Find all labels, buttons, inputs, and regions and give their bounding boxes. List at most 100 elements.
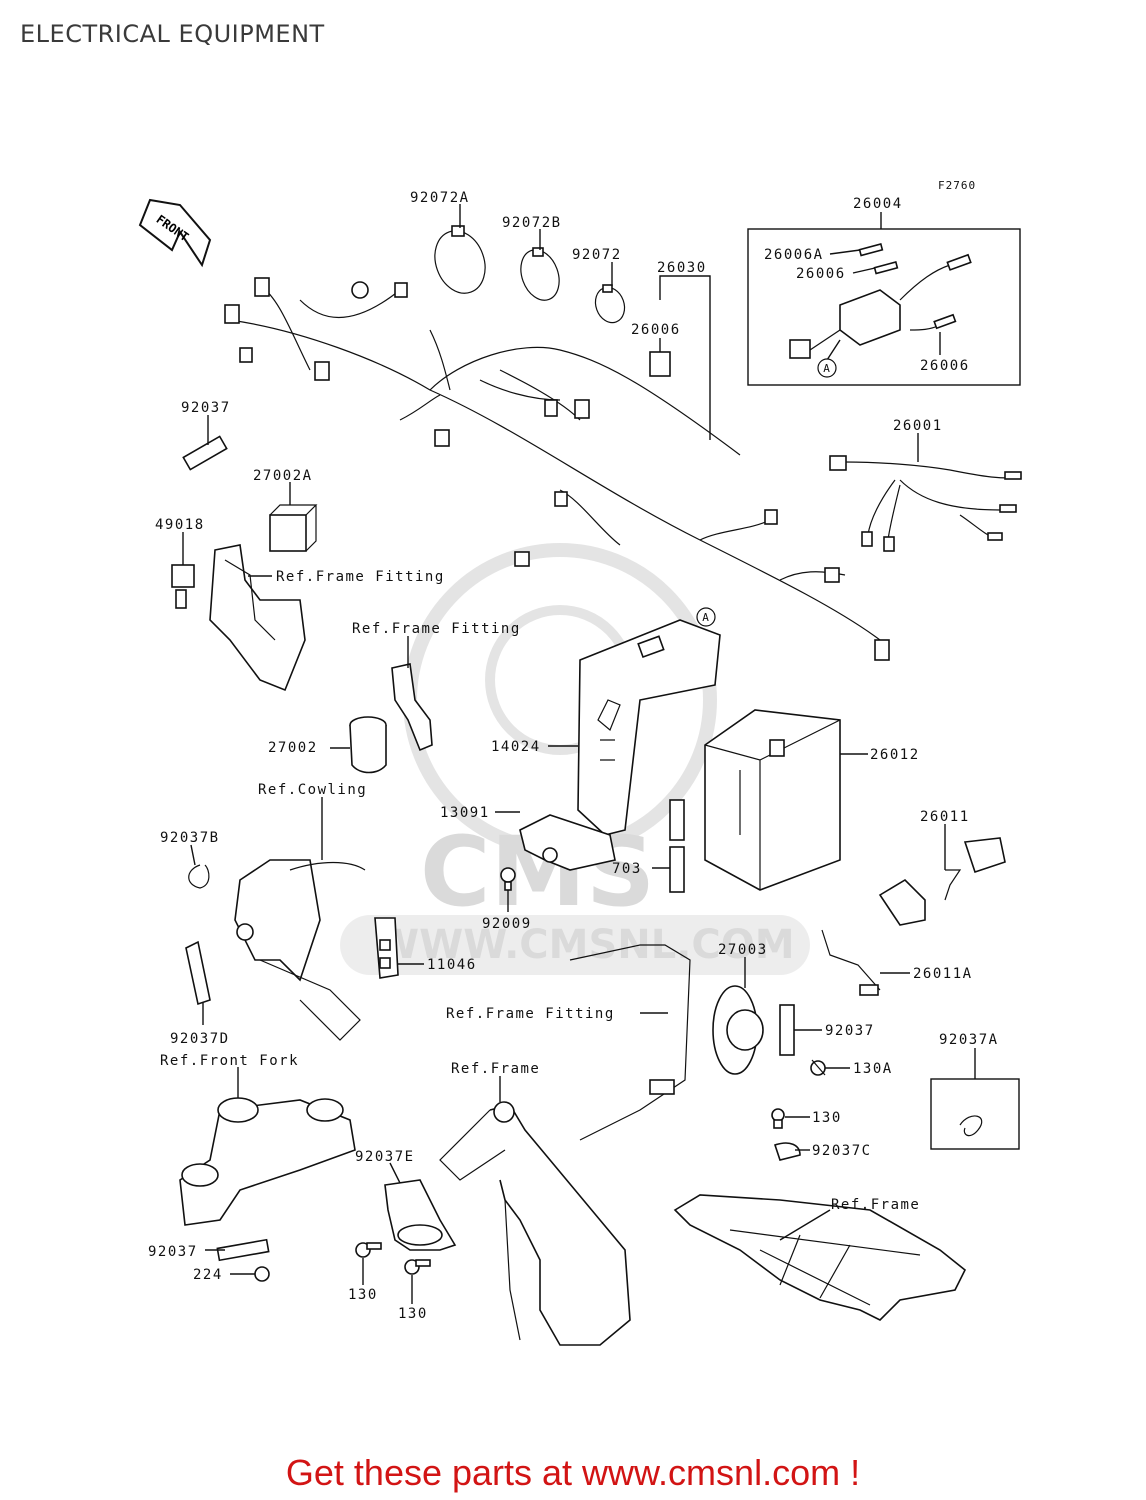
callout-26012: 26012 [870,747,920,763]
harness-connector [434,429,450,447]
clamp-92037 [779,1004,795,1056]
callout-92037D: 92037D [170,1031,230,1047]
ignition-switch-26004 [789,243,972,359]
callout-27002A: 27002A [253,468,313,484]
harness-connector [764,509,778,525]
main-wiring-harness [224,277,890,661]
clamp-92037A-box [930,1078,1020,1150]
clamp-92037E [384,1179,457,1251]
callout-92037: 92037 [825,1023,875,1039]
screw-92009 [500,867,516,891]
callout-92037E: 92037E [355,1149,415,1165]
page-title: ELECTRICAL EQUIPMENT [20,20,325,48]
harness-connector [649,351,671,377]
callout-14024: 14024 [491,739,541,755]
cable-26011 [878,837,1006,926]
clamp-92037A [959,1115,983,1137]
callout-92037B: 92037B [160,830,220,846]
callout-26006: 26006 [796,266,846,282]
horn-bracket [569,944,691,1141]
frame-rear [673,1194,967,1321]
tube-703 [669,799,685,893]
battery-holder-13091 [519,814,616,871]
harness-connector [574,399,590,419]
bolt-130 [404,1259,431,1275]
callout-27002: 27002 [268,740,318,756]
callout-27003: 27003 [718,942,768,958]
harness-connector [394,282,408,298]
callout-26011: 26011 [920,809,970,825]
callout-92037A: 92037A [939,1032,999,1048]
bracket-ref-frame-fitting-1 [209,544,306,692]
callout-ref-frame-fitting: Ref.Frame Fitting [352,621,521,637]
watermark-url: WWW.CMSNL.COM [375,922,795,968]
front-arrow-icon: FRONT [138,198,212,268]
callout-26001: 26001 [893,418,943,434]
leader-lines [182,204,976,1304]
figure-code: F2760 [938,179,976,192]
battery-cover-14024 [577,619,721,836]
clamp-92037-fork [216,1238,270,1262]
callout-ref-frame: Ref.Frame [831,1197,920,1213]
callout-92037C: 92037C [812,1143,872,1159]
callout-92072B: 92072B [502,215,562,231]
promo-link[interactable]: Get these parts at www.cmsnl.com ! [285,1452,861,1493]
harness-connector [239,347,253,363]
callout-26030: 26030 [657,260,707,276]
callout-49018: 49018 [155,517,205,533]
watermark-url-band [340,915,810,975]
clamp-92037D [185,940,211,1006]
horn-27003 [712,985,795,1075]
callout-130: 130 [812,1110,842,1126]
callout-ref-cowling: Ref.Cowling [258,782,367,798]
callout-92072: 92072 [572,247,622,263]
callout-26006: 26006 [920,358,970,374]
circle-a-marker: A [817,358,837,378]
svg-text:A: A [823,362,831,375]
callout-92009: 92009 [482,916,532,932]
harness-connector [554,491,568,507]
callout-130A: 130A [853,1061,893,1077]
callout-26006A: 26006A [764,247,824,263]
harness-connector [824,567,840,583]
harness-grommet [351,281,369,299]
strap-92072B [520,247,560,301]
callout-ref-frame-fitting: Ref.Frame Fitting [446,1006,615,1022]
frame-main [439,1101,631,1346]
callout-26011A: 26011A [913,966,973,982]
front-fork-bracket [179,1097,356,1226]
bracket-11046 [374,917,399,979]
harness-connector [224,304,240,324]
strap-92072 [594,284,626,324]
harness-connector [314,361,330,381]
cable-26011A [821,929,881,996]
callout-ref-front-fork: Ref.Front Fork [160,1053,299,1069]
clip-92037B [188,864,210,889]
relay-49018 [171,564,195,609]
svg-text:A: A [702,611,710,624]
clip-92037C [773,1142,801,1161]
callout-92072A: 92072A [410,190,470,206]
flasher-27002 [349,716,387,774]
bolt-130 [355,1242,382,1258]
sub-harness-26001 [829,455,1022,552]
callout-92037: 92037 [181,400,231,416]
callout-26006: 26006 [631,322,681,338]
cowling-bracket [234,859,366,1041]
parts-diagram: CMS WWW.CMSNL.COM F2760 FRONT [138,179,1022,1346]
harness-connector [254,277,270,297]
battery-26012 [704,709,841,891]
watermark: CMS WWW.CMSNL.COM [340,543,810,975]
callout-92037: 92037 [148,1244,198,1260]
bolt-130A [810,1059,826,1076]
harness-connector [544,399,558,417]
relay-27002A [269,504,318,552]
circle-a-marker: A [696,607,716,627]
callout-224: 224 [193,1267,223,1283]
callout-ref-frame: Ref.Frame [451,1061,540,1077]
harness-connector [514,551,530,567]
callout-labels: 92072A 92072B 92072 26030 26006 26004 26… [148,190,999,1322]
callout-26004: 26004 [853,196,903,212]
bolt-130 [771,1108,785,1129]
callout-ref-frame-fitting: Ref.Frame Fitting [276,569,445,585]
